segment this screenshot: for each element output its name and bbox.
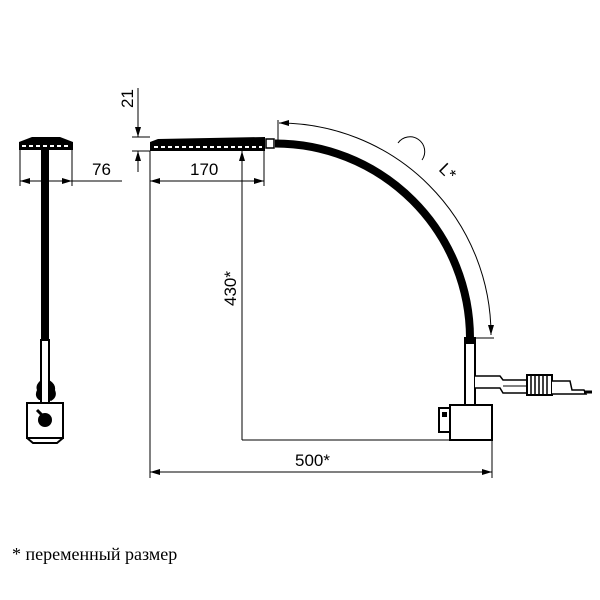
dimension-head-depth [19,150,122,186]
front-view-lamp [150,137,592,441]
dimension-head-height [132,88,150,172]
side-view-lamp [19,137,73,444]
dim-label-500: 500* [295,451,330,470]
dimension-head-length [149,151,265,478]
dim-label-76: 76 [92,160,111,179]
dim-label-170: 170 [190,160,218,179]
dimension-flex-length [277,120,494,339]
dimension-height [239,151,450,441]
arc-symbol-icon [397,136,426,161]
dim-label-L: L* [435,159,460,184]
dimension-reach [150,440,493,478]
dim-label-21: 21 [118,89,137,108]
footnote: * переменный размер [12,544,178,564]
dim-label-430: 430* [221,271,240,306]
